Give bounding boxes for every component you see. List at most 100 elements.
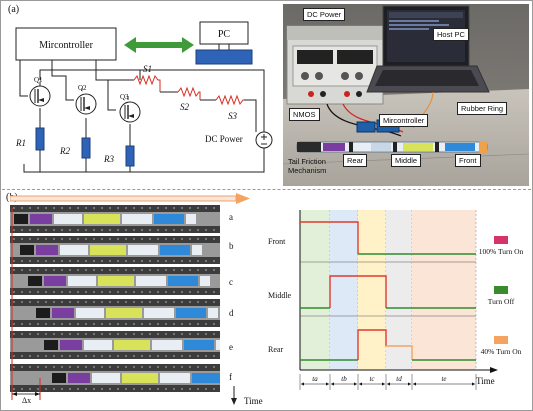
switch-s2 (177, 86, 201, 100)
robot-segment (90, 245, 126, 255)
phase-arrow-left (331, 382, 334, 386)
robot-segment (208, 308, 218, 318)
transistor-q2 (75, 93, 97, 115)
phase-arrow-right (382, 382, 385, 386)
pc-icon: PC (195, 21, 253, 65)
robot-segment (92, 373, 120, 383)
dc-source-icon (255, 131, 273, 149)
robot-segment (106, 308, 142, 318)
phase-arrow-right (472, 382, 475, 386)
transistor-q1 (29, 85, 51, 107)
tail-photo-label: Tail Friction Mechanism (288, 157, 327, 175)
robot-segment (176, 308, 206, 318)
robot-segment (20, 245, 34, 255)
robot-segment (122, 373, 158, 383)
row-label-a: a (229, 212, 233, 222)
microcontroller-box (15, 27, 117, 61)
resistor-r3 (125, 145, 135, 167)
robot-segment (154, 214, 184, 224)
q3-label: Q3 (120, 93, 129, 101)
delta-x-label: Δx (22, 396, 32, 405)
switch-s3 (215, 94, 244, 106)
legend-swatch-1 (494, 286, 508, 294)
phase-band-ta (300, 210, 330, 370)
phase-label-ta: ta (312, 375, 318, 383)
robot-segment (144, 308, 174, 318)
phase-band-tc (358, 210, 386, 370)
robot-segment (76, 308, 104, 318)
robot-segment (44, 340, 58, 350)
robot-segment (60, 340, 82, 350)
s1-label: S1 (143, 64, 152, 74)
robot-segment (186, 214, 196, 224)
legend-label-0: 100% Turn On (479, 247, 524, 256)
robot-segment (192, 245, 202, 255)
robot-segment (28, 276, 42, 286)
robot-segment (44, 276, 66, 286)
robot-segment (84, 214, 120, 224)
row-label-b: b (229, 241, 234, 251)
rubber-ring-photo-label: Rubber Ring (457, 102, 508, 115)
middle-photo-label: Middle (391, 154, 422, 167)
switch-s1 (133, 74, 161, 92)
signal-label-front: Front (268, 237, 286, 246)
strip-frame-e (10, 331, 220, 359)
rear-wave-on (357, 329, 387, 360)
row-label-e: e (229, 342, 233, 352)
strip-frame-b (10, 236, 220, 264)
phase-arrow-left (359, 382, 362, 386)
resistor-r2 (81, 137, 91, 159)
nmos-photo-label: NMOS (289, 108, 320, 121)
controller-photo-label: Mircontroller (379, 114, 429, 127)
q1-label: Q1 (34, 76, 43, 84)
middle-wave-on (329, 275, 387, 308)
row-label-d: d (229, 308, 234, 318)
robot-segment (216, 340, 220, 350)
s2-label: S2 (180, 102, 190, 112)
r1-label: R1 (15, 138, 26, 148)
microcontroller-label: Mircontroller (39, 40, 94, 51)
robot-segment (152, 340, 182, 350)
phase-band-tb (330, 210, 358, 370)
top-time-arrow (10, 193, 250, 204)
pc-label: PC (218, 29, 231, 40)
phase-arrow-left (301, 382, 304, 386)
legend-label-1: Turn Off (488, 297, 515, 306)
robot-segment (14, 214, 28, 224)
dc-power-label: DC Power (205, 134, 243, 144)
robot-segment (160, 373, 190, 383)
phase-arrow-left (387, 382, 390, 386)
robot-segment (136, 276, 166, 286)
phase-label-td: td (396, 375, 402, 383)
panel-a-label: (a) (8, 4, 20, 15)
rear-photo-label: Rear (343, 154, 368, 167)
strip-frame-a (10, 205, 220, 233)
robot-segment (68, 373, 90, 383)
circuit-diagram: Mircontroller PC (15, 21, 273, 173)
phase-label-tb: tb (341, 375, 347, 383)
s3-label: S3 (228, 111, 238, 121)
phase-arrow-right (408, 382, 411, 386)
panel-divider (2, 189, 531, 190)
dc-power-photo-label: DC Power (303, 8, 346, 21)
row-label-c: c (229, 277, 233, 287)
robot-segment (128, 245, 158, 255)
signal-label-rear: Rear (268, 345, 283, 354)
robot-segment (122, 214, 152, 224)
r3-label: R3 (103, 154, 114, 164)
front-wave-on (300, 221, 359, 254)
robot-segment (168, 276, 198, 286)
robot-segment (60, 245, 88, 255)
phase-label-tc: tc (369, 375, 375, 383)
robot-segment (114, 340, 150, 350)
phase-band-te (412, 210, 476, 370)
resistor-r1 (35, 127, 45, 151)
robot-segment (84, 340, 112, 350)
circuit-wires (19, 60, 265, 173)
robot-segment (200, 276, 210, 286)
phase-arrow-right (326, 382, 329, 386)
robot-segment (54, 214, 82, 224)
robot-segment (192, 373, 220, 383)
row-label-f: f (229, 372, 232, 382)
